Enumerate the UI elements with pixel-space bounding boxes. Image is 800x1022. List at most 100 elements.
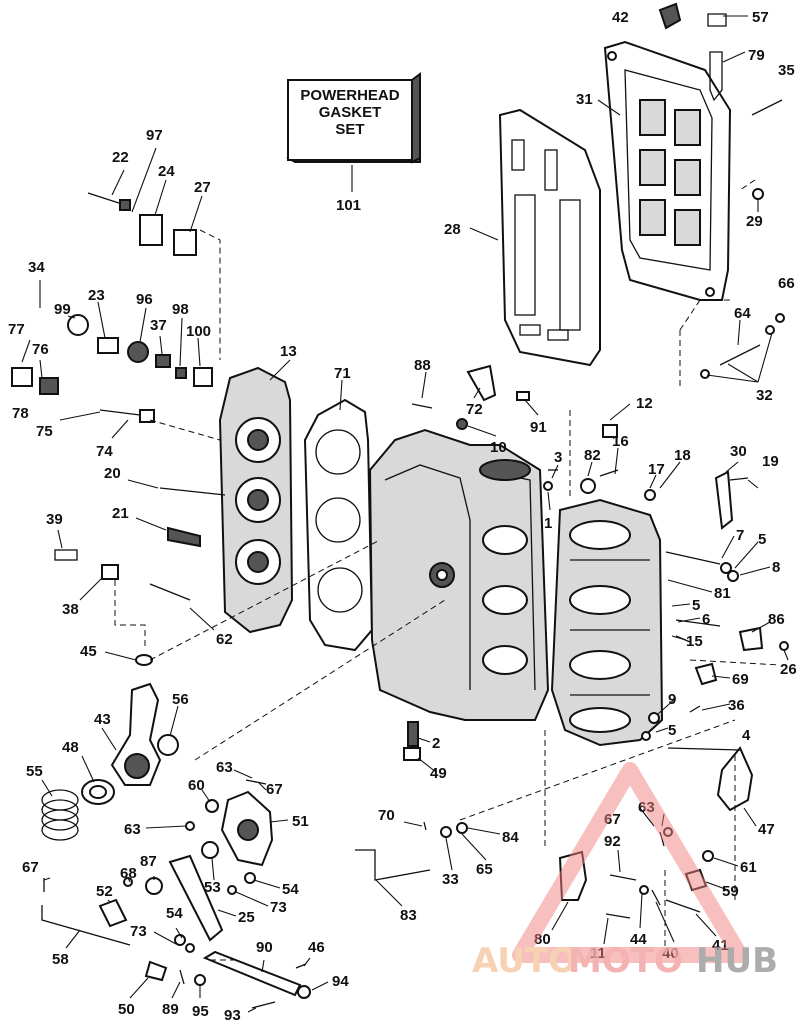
- callout-71: 71: [334, 365, 351, 382]
- callout-38: 38: [62, 601, 79, 618]
- callout-4: 4: [742, 727, 751, 744]
- callout-19: 19: [762, 453, 779, 470]
- callout-9: 9: [668, 691, 676, 708]
- callout-75: 75: [36, 423, 53, 440]
- gasket-set-box: POWERHEAD GASKET SET: [286, 72, 421, 164]
- callout-50: 50: [118, 1001, 135, 1018]
- callout-68: 68: [120, 865, 137, 882]
- callout-67a: 67: [266, 781, 283, 798]
- callout-87: 87: [140, 853, 157, 870]
- callout-15: 15: [686, 633, 703, 650]
- callout-13: 13: [280, 343, 297, 360]
- callout-54b: 54: [166, 905, 183, 922]
- callout-97: 97: [146, 127, 163, 144]
- callout-33: 33: [442, 871, 459, 888]
- callout-26: 26: [780, 661, 797, 678]
- throttle-shaft: [355, 849, 431, 881]
- exhaust-cover-gasket: [498, 108, 601, 367]
- bushing: [81, 779, 115, 805]
- callout-78: 78: [12, 405, 29, 422]
- callout-27: 27: [194, 179, 211, 196]
- callout-42: 42: [612, 9, 629, 26]
- callout-90: 90: [256, 939, 273, 956]
- callout-43: 43: [94, 711, 111, 728]
- callout-89: 89: [162, 1001, 179, 1018]
- gasket-set-label-1: POWERHEAD: [300, 87, 399, 104]
- callout-5b: 5: [692, 597, 700, 614]
- callout-6: 6: [702, 611, 710, 628]
- exhaust-cover-plate: [603, 40, 732, 301]
- callout-72: 72: [466, 401, 483, 418]
- callout-67b: 67: [22, 859, 39, 876]
- callout-7: 7: [736, 527, 744, 544]
- callout-63a: 63: [216, 759, 233, 776]
- callout-91: 91: [530, 419, 547, 436]
- callout-18: 18: [674, 447, 691, 464]
- callout-35: 35: [778, 62, 795, 79]
- callout-70: 70: [378, 807, 395, 824]
- callout-labels: 42 57 79 35 31 28 29 66 64 32 101 97 22 …: [8, 9, 797, 1022]
- callout-99: 99: [54, 301, 71, 318]
- callout-1: 1: [544, 515, 552, 532]
- callout-74: 74: [96, 443, 113, 460]
- callout-8: 8: [772, 559, 780, 576]
- callout-69: 69: [732, 671, 749, 688]
- callout-10: 10: [490, 439, 507, 456]
- callout-76: 76: [32, 341, 49, 358]
- callout-64: 64: [734, 305, 751, 322]
- callout-54a: 54: [282, 881, 299, 898]
- callout-63b: 63: [124, 821, 141, 838]
- spring: [41, 789, 79, 841]
- callout-86: 86: [768, 611, 785, 628]
- callout-45: 45: [80, 643, 97, 660]
- callout-60: 60: [188, 777, 205, 794]
- callout-61: 61: [740, 859, 757, 876]
- leader-lines: [21, 15, 789, 1013]
- callout-30: 30: [730, 443, 747, 460]
- callout-100: 100: [186, 323, 211, 340]
- callout-12: 12: [636, 395, 653, 412]
- callout-47: 47: [758, 821, 775, 838]
- callout-53: 53: [204, 879, 221, 896]
- throttle-lever: [110, 682, 162, 786]
- watermark-moto: MOTO: [568, 941, 683, 981]
- callout-46: 46: [308, 939, 325, 956]
- lever-arm: [202, 950, 302, 997]
- callout-62: 62: [216, 631, 233, 648]
- callout-5a: 5: [758, 531, 766, 548]
- callout-20: 20: [104, 465, 121, 482]
- callout-56: 56: [172, 691, 189, 708]
- washer: [157, 734, 179, 756]
- callout-21: 21: [112, 505, 129, 522]
- gasket-set-label-2: GASKET: [319, 104, 382, 121]
- callout-29: 29: [746, 213, 763, 230]
- callout-77: 77: [8, 321, 25, 338]
- callout-101: 101: [336, 197, 361, 214]
- callout-48: 48: [62, 739, 79, 756]
- callout-81: 81: [714, 585, 731, 602]
- callout-96: 96: [136, 291, 153, 308]
- watermark: AUTO MOTO HUB: [472, 762, 778, 981]
- callout-28: 28: [444, 221, 461, 238]
- callout-58: 58: [52, 951, 69, 968]
- callout-51: 51: [292, 813, 309, 830]
- callout-79: 79: [748, 47, 765, 64]
- callout-93: 93: [224, 1007, 241, 1022]
- callout-44: 44: [630, 931, 647, 948]
- callout-3: 3: [554, 449, 562, 466]
- callout-73a: 73: [270, 899, 287, 916]
- alignment-lines: [114, 179, 781, 961]
- callout-25: 25: [238, 909, 255, 926]
- callout-98: 98: [172, 301, 189, 318]
- link-rod: [41, 905, 131, 946]
- callout-17: 17: [648, 461, 665, 478]
- callout-95: 95: [192, 1003, 209, 1020]
- cylinder-head: [218, 366, 294, 634]
- callout-39: 39: [46, 511, 63, 528]
- callout-73b: 73: [130, 923, 147, 940]
- callout-5c: 5: [668, 722, 676, 739]
- callout-22: 22: [112, 149, 129, 166]
- callout-24: 24: [158, 163, 175, 180]
- callout-49: 49: [430, 765, 447, 782]
- arm-link: [168, 854, 224, 942]
